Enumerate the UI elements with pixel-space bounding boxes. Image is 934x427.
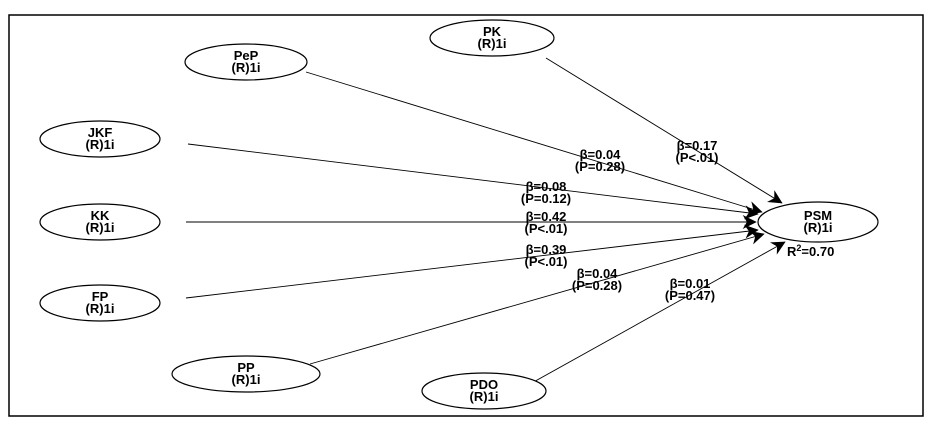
node-pep-sub: (R)1i <box>232 60 261 75</box>
beta-label-fp: β=0.39 <box>526 242 567 257</box>
r2-superscript: 2 <box>796 243 801 253</box>
node-kk-sub: (R)1i <box>86 220 115 235</box>
edge-pp-psm <box>309 230 765 365</box>
node-psm-name: PSM <box>804 208 832 223</box>
node-jkf-ellipse <box>39 120 161 158</box>
node-fp[interactable]: FP (R)1i <box>39 284 161 322</box>
p-label-pep: (P=0.28) <box>575 159 625 174</box>
edge-labels: β=0.04 (P=0.28) β=0.17 (P<.01) β=0.08 (P… <box>521 138 719 303</box>
node-pdo-sub: (R)1i <box>470 389 499 404</box>
node-pep-ellipse <box>184 43 308 81</box>
p-label-pdo: (P=0.47) <box>665 288 715 303</box>
node-kk[interactable]: KK (R)1i <box>39 203 161 241</box>
beta-label-jkf: β=0.08 <box>526 179 567 194</box>
edge-pdo-psm <box>529 241 786 385</box>
r2-r: R <box>787 244 797 259</box>
diagram-frame <box>8 14 924 417</box>
node-pp-sub: (R)1i <box>232 372 261 387</box>
node-psm-ellipse <box>757 201 879 243</box>
node-pk[interactable]: PK (R)1i <box>429 19 555 57</box>
node-fp-sub: (R)1i <box>86 301 115 316</box>
r-squared-label: R2=0.70 <box>787 243 834 259</box>
node-pk-name: PK <box>483 24 502 39</box>
edges <box>185 57 786 385</box>
beta-label-pp: β=0.04 <box>577 266 619 281</box>
beta-label-pep: β=0.04 <box>580 147 622 162</box>
node-pep-name: PeP <box>234 48 259 63</box>
node-pp-ellipse <box>171 355 321 393</box>
node-fp-name: FP <box>92 289 109 304</box>
beta-label-kk: β=0.42 <box>526 209 567 224</box>
beta-label-pk: β=0.17 <box>677 138 718 153</box>
node-pdo[interactable]: PDO (R)1i <box>421 372 547 410</box>
node-pk-sub: (R)1i <box>478 36 507 51</box>
node-jkf-sub: (R)1i <box>86 137 115 152</box>
edge-pk-psm <box>545 57 783 204</box>
node-pk-ellipse <box>429 19 555 57</box>
node-pp-name: PP <box>237 360 255 375</box>
edge-fp-psm <box>185 224 759 299</box>
r2-value: =0.70 <box>801 244 834 259</box>
node-pp[interactable]: PP (R)1i <box>171 355 321 393</box>
node-jkf[interactable]: JKF (R)1i <box>39 120 161 158</box>
p-label-pp: (P=0.28) <box>572 278 622 293</box>
node-pep[interactable]: PeP (R)1i <box>184 43 308 81</box>
node-psm[interactable]: PSM (R)1i R2=0.70 <box>757 201 879 259</box>
node-kk-name: KK <box>91 208 110 223</box>
edge-jkf-psm <box>187 143 759 220</box>
edge-pep-psm <box>305 71 763 215</box>
p-label-jkf: (P=0.12) <box>521 191 571 206</box>
node-fp-ellipse <box>39 284 161 322</box>
beta-label-pdo: β=0.01 <box>670 276 711 291</box>
node-pdo-name: PDO <box>470 377 498 392</box>
p-label-kk: (P<.01) <box>525 221 568 236</box>
p-label-pk: (P<.01) <box>676 150 719 165</box>
p-label-fp: (P<.01) <box>525 254 568 269</box>
node-pdo-ellipse <box>421 372 547 410</box>
node-psm-sub: (R)1i <box>804 220 833 235</box>
node-jkf-name: JKF <box>88 125 113 140</box>
node-kk-ellipse <box>39 203 161 241</box>
